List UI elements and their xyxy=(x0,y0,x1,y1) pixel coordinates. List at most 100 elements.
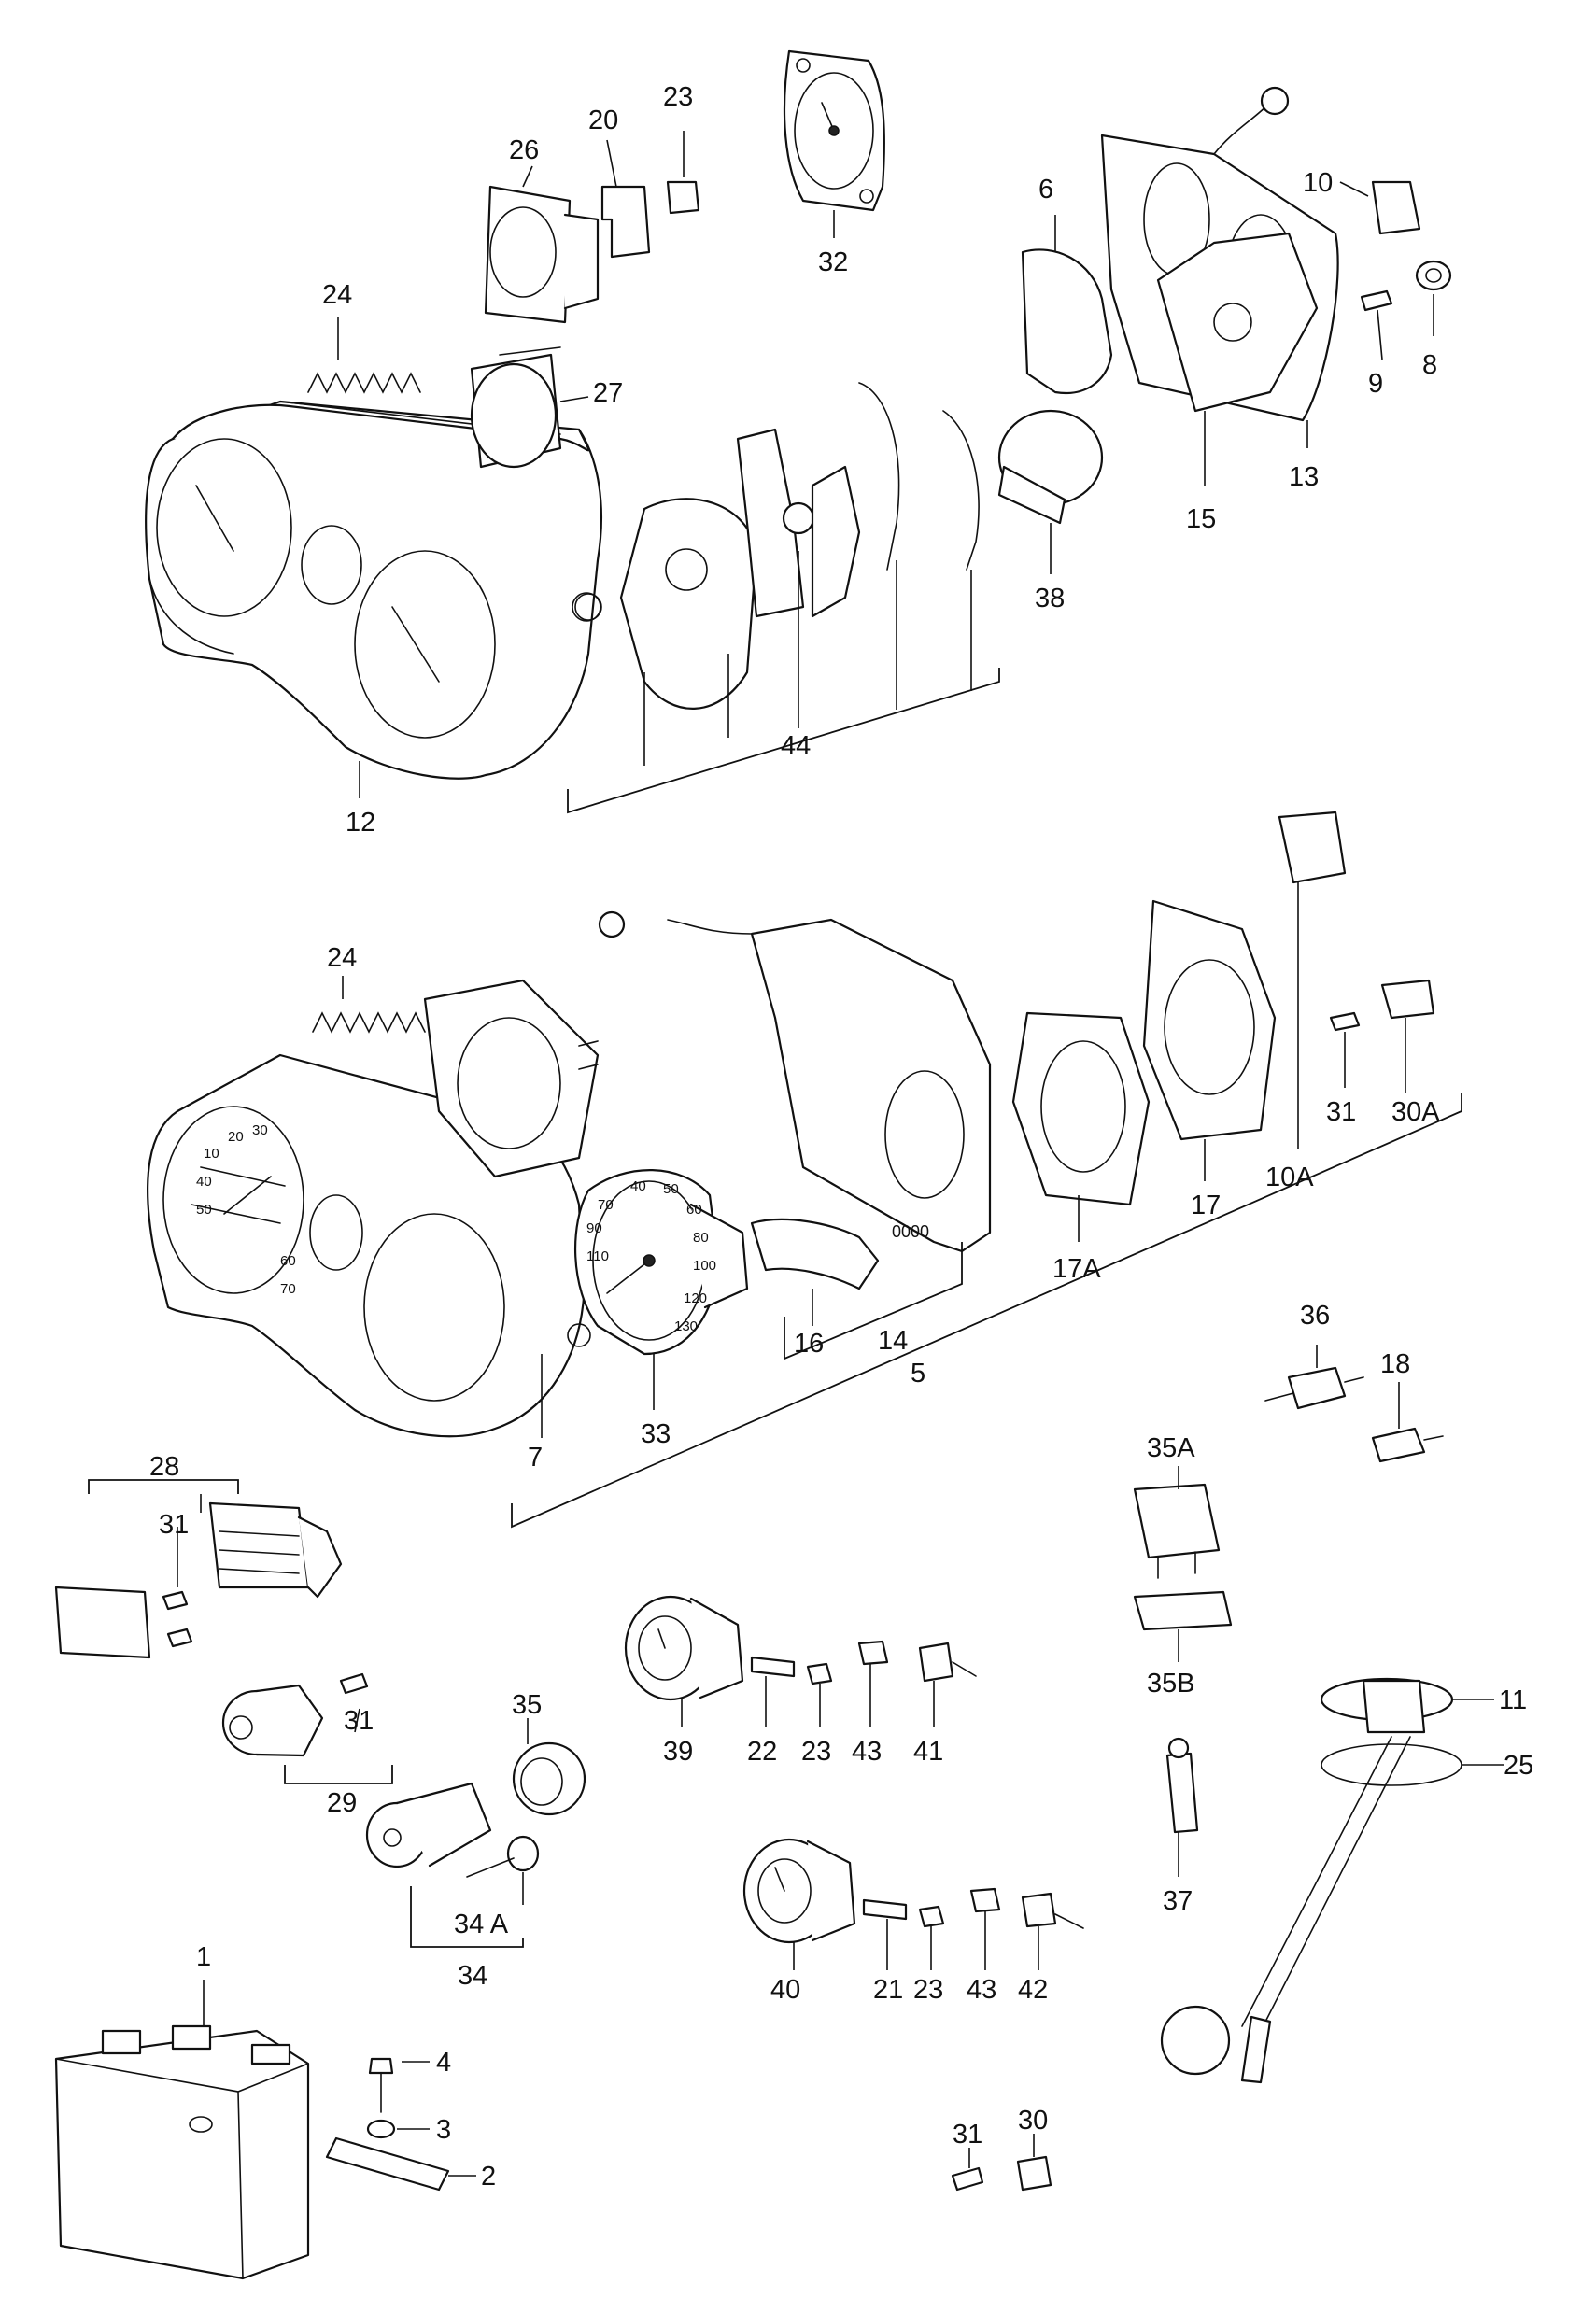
bulb-43-a xyxy=(857,1640,889,1666)
callout-35a: 35A xyxy=(1147,1433,1195,1463)
instrument-housing-upper xyxy=(145,400,602,780)
fuel-sender-11 xyxy=(1160,1677,1454,2084)
bulb-31-bottom xyxy=(951,2166,984,2192)
callout-14: 14 xyxy=(878,1326,908,1356)
callout-8: 8 xyxy=(1422,350,1437,380)
callout-9: 9 xyxy=(1368,369,1383,399)
dial-number: 30 xyxy=(252,1122,268,1138)
callout-31-29: 31 xyxy=(344,1706,374,1736)
gauge-38 xyxy=(997,409,1104,525)
bracket-44 xyxy=(567,668,1000,814)
callout-11: 11 xyxy=(1499,1685,1527,1715)
callout-18: 18 xyxy=(1380,1349,1410,1379)
callout-labels: 1 2 3 4 5 6 7 8 9 10 10A 11 12 13 14 15 … xyxy=(149,82,1533,2192)
dial-number: 50 xyxy=(663,1181,679,1197)
bulb-9 xyxy=(1360,289,1393,312)
dial-number: 120 xyxy=(684,1290,707,1306)
bulb-holder-23-a xyxy=(806,1662,833,1685)
callout-40: 40 xyxy=(770,1975,800,2005)
callout-30a: 30A xyxy=(1391,1097,1440,1127)
callout-23-lower: 23 xyxy=(913,1975,943,2005)
lead-22 xyxy=(750,1656,796,1678)
upper-cluster-group xyxy=(145,49,1452,814)
callout-22: 22 xyxy=(747,1737,777,1767)
seal-25 xyxy=(1321,1743,1462,1786)
callout-35b: 35B xyxy=(1147,1669,1195,1699)
bulb-43-b xyxy=(969,1887,1001,1913)
bracket-5 xyxy=(511,1093,1462,1529)
callout-31-bottom: 31 xyxy=(953,2120,982,2150)
seal-plate-17a xyxy=(1011,1011,1151,1206)
callout-27: 27 xyxy=(593,378,623,408)
socket-41 xyxy=(918,1642,977,1683)
seal-plate-17 xyxy=(1142,899,1277,1141)
callout-15: 15 xyxy=(1186,504,1216,534)
voltage-stabilizer-10 xyxy=(1371,180,1421,235)
bracket-28 xyxy=(88,1479,239,1494)
dial-number: 40 xyxy=(630,1178,646,1194)
callout-44: 44 xyxy=(781,731,811,761)
dial-number: 10 xyxy=(204,1146,219,1162)
gauge-39 xyxy=(624,1595,744,1701)
bulb-31-switch xyxy=(162,1590,189,1611)
bulb-holder-23-upper xyxy=(666,180,700,215)
dial-number: 40 xyxy=(196,1174,212,1190)
callout-3: 3 xyxy=(436,2115,451,2145)
bolt-4 xyxy=(368,2057,394,2113)
callout-5: 5 xyxy=(911,1359,925,1389)
callout-17: 17 xyxy=(1191,1191,1221,1220)
callout-38: 38 xyxy=(1035,584,1065,613)
gauge-32 xyxy=(783,49,885,212)
callout-21: 21 xyxy=(873,1975,903,2005)
callout-39: 39 xyxy=(663,1737,693,1767)
callout-31-switch: 31 xyxy=(159,1510,189,1540)
callout-42: 42 xyxy=(1018,1975,1048,2005)
bulb-holder-30 xyxy=(1016,2155,1052,2192)
leader-26 xyxy=(522,165,533,188)
callout-16: 16 xyxy=(794,1329,824,1359)
leader-27 xyxy=(559,396,589,402)
relay-35a xyxy=(1133,1483,1221,1579)
callout-37: 37 xyxy=(1163,1886,1193,1916)
callout-2: 2 xyxy=(481,2162,496,2192)
callout-34a: 34 A xyxy=(454,1910,509,1939)
callout-10: 10 xyxy=(1303,168,1333,198)
callout-20: 20 xyxy=(588,106,618,135)
callout-4: 4 xyxy=(436,2048,451,2078)
printed-circuit-board-14 xyxy=(598,910,992,1253)
bulb-31-switch-b xyxy=(166,1628,193,1648)
speedometer-set-44 xyxy=(572,382,980,710)
dial-number: 90 xyxy=(586,1220,602,1236)
spring-24-lower xyxy=(312,1011,426,1034)
bulb-holder-8 xyxy=(1415,260,1452,291)
dial-number: 130 xyxy=(674,1318,698,1334)
odometer-number: 0000 xyxy=(892,1222,929,1241)
sender-36 xyxy=(1264,1366,1364,1410)
switch-28 xyxy=(54,1501,343,1659)
callout-25: 25 xyxy=(1504,1751,1533,1781)
bracket-29 xyxy=(284,1765,393,1784)
dial-number: 70 xyxy=(598,1197,614,1213)
dial-number: 70 xyxy=(280,1281,296,1297)
gauge-26 xyxy=(484,185,600,324)
callout-36: 36 xyxy=(1300,1301,1330,1331)
gauge-40 xyxy=(742,1838,856,1944)
callout-24-upper: 24 xyxy=(322,280,352,310)
gauge-unit-lower xyxy=(423,979,600,1178)
callout-23-mid: 23 xyxy=(801,1737,831,1767)
washer-3 xyxy=(366,2119,396,2139)
clock-27 xyxy=(470,346,562,469)
leader-44 xyxy=(643,551,972,766)
callout-26: 26 xyxy=(509,135,539,165)
switch-29 xyxy=(221,1684,324,1757)
sender-37 xyxy=(1165,1737,1199,1834)
odometer-gear-16 xyxy=(750,1218,880,1290)
plug-34a xyxy=(466,1835,540,1878)
callout-33: 33 xyxy=(641,1419,671,1449)
bulb-31-29 xyxy=(339,1672,369,1695)
dial-number: 60 xyxy=(686,1202,702,1218)
callout-35: 35 xyxy=(512,1690,542,1720)
bulb-holder-30a xyxy=(1380,979,1435,1020)
dial-number: 20 xyxy=(228,1129,244,1145)
